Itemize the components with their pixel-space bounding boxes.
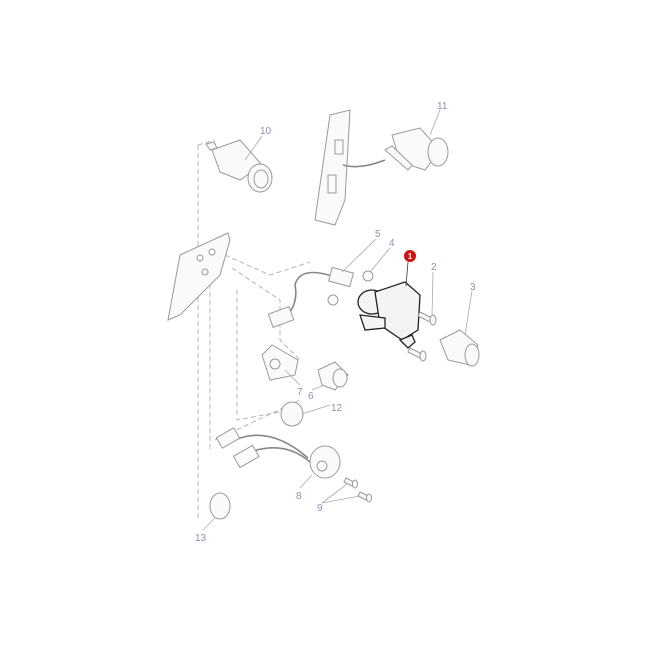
callout-3[interactable]: 3	[470, 282, 476, 293]
callout-11[interactable]: 11	[437, 101, 448, 112]
part-13-blanking-cap[interactable]	[209, 492, 231, 520]
highlight-marker	[404, 250, 416, 262]
callout-4[interactable]: 4	[389, 238, 395, 249]
part-6-socket[interactable]	[317, 361, 349, 391]
part-10-socket[interactable]	[205, 139, 273, 193]
callout-10[interactable]: 10	[260, 126, 272, 137]
leader-lines	[202, 109, 473, 531]
assembly-guide-lines	[197, 139, 311, 520]
callout-7[interactable]: 7	[297, 387, 303, 398]
part-8-socket-harness[interactable]	[215, 427, 341, 479]
callout-9[interactable]: 9	[317, 503, 323, 514]
callout-2[interactable]: 2	[431, 262, 437, 273]
part-3-plug[interactable]	[439, 329, 480, 367]
mounting-bracket[interactable]	[167, 232, 231, 321]
part-4-nut[interactable]	[327, 270, 374, 306]
part-2-screw[interactable]	[407, 311, 437, 362]
part-7-socket-plate[interactable]	[261, 344, 299, 381]
callout-8[interactable]: 8	[296, 491, 302, 502]
callout-13[interactable]: 13	[195, 533, 207, 544]
callout-12[interactable]: 12	[331, 403, 343, 414]
part-1-switch-highlighted[interactable]	[357, 261, 421, 349]
part-11-pillar-socket[interactable]	[314, 109, 449, 226]
callout-1-text: 1	[408, 252, 413, 261]
part-9-screw[interactable]	[343, 477, 372, 503]
callout-5[interactable]: 5	[375, 229, 381, 240]
part-5-wiring-harness[interactable]	[267, 266, 355, 328]
part-12-blanking-cap[interactable]	[280, 401, 304, 427]
callout-6[interactable]: 6	[308, 391, 314, 402]
callout-1-highlighted[interactable]: 1	[404, 250, 416, 262]
